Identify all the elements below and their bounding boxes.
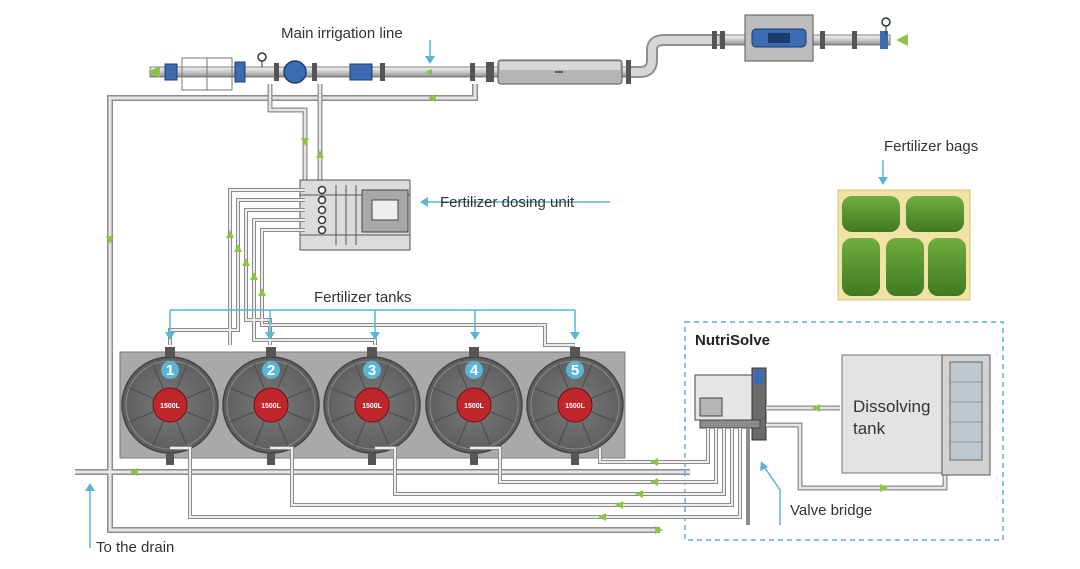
fertilizer-tank: 1500L 3 — [323, 347, 421, 465]
main-irrigation-line — [148, 14, 908, 91]
tank-number: 4 — [470, 362, 479, 379]
tank-capacity: 1500L — [261, 403, 282, 410]
dosing-unit-label: Fertilizer dosing unit — [440, 194, 575, 211]
fertilizer-tank: 1500L 2 — [222, 347, 320, 465]
nutrisolve-frame — [684, 321, 1004, 541]
flow-arrow-icon — [896, 34, 908, 46]
fertilizer-tank: 1500L 5 — [526, 347, 624, 465]
fertilizer-dosing-unit — [299, 179, 411, 251]
flow-arrow-icon — [148, 66, 160, 78]
tank-capacity: 1500L — [362, 403, 383, 410]
main-line-label: Main irrigation line — [281, 25, 403, 42]
tank-number-badge — [262, 361, 280, 379]
dissolving-tank-label-1: Dissolving — [853, 397, 930, 416]
tank-number: 2 — [267, 362, 275, 379]
fertilizer-tank: 1500L 1 — [121, 347, 219, 465]
fertilizer-bags — [837, 189, 971, 301]
drain-label: To the drain — [96, 539, 174, 556]
tank-number: 1 — [166, 362, 174, 379]
valve-bridge-device — [170, 367, 767, 525]
fertilizer-bags-label: Fertilizer bags — [884, 138, 978, 155]
tank-capacity: 1500L — [464, 403, 485, 410]
tank-number: 5 — [571, 362, 579, 379]
callout-lines — [89, 40, 884, 548]
tank-number-badge — [465, 361, 483, 379]
tank-capacity: 1500L — [160, 403, 181, 410]
tank-number: 3 — [368, 362, 376, 379]
dissolving-tank-label-2: tank — [853, 419, 886, 438]
tank-number-badge — [363, 361, 381, 379]
fertilizer-tank: 1500L 4 — [425, 347, 523, 465]
tank-capacity: 1500L — [565, 403, 586, 410]
tank-number-badge — [161, 361, 179, 379]
fertilizer-tanks-label: Fertilizer tanks — [314, 289, 412, 306]
tank-number-badge — [566, 361, 584, 379]
nutrisolve-label: NutriSolve — [695, 332, 770, 349]
dissolving-tank — [841, 354, 991, 476]
valve-bridge-label: Valve bridge — [790, 502, 872, 519]
